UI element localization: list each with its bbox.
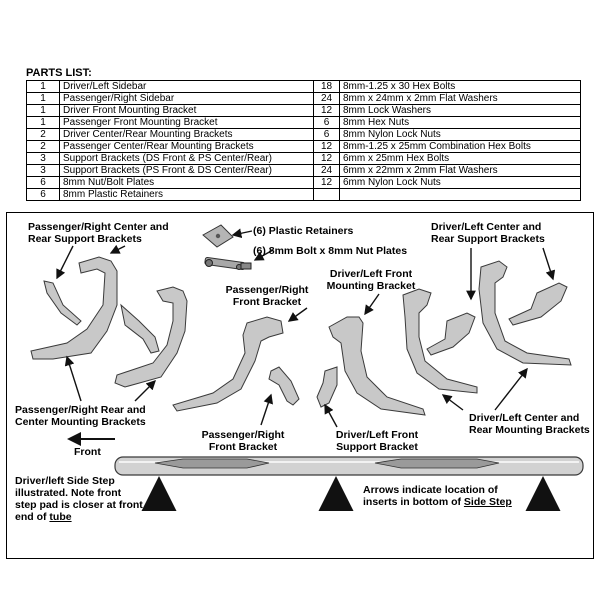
leader-arrow	[260, 393, 273, 426]
leader-arrow	[324, 403, 338, 428]
qty-cell: 18	[313, 80, 340, 93]
part-name-cell: Driver Center/Rear Mounting Brackets	[59, 128, 314, 141]
plastic-retainer-part	[202, 224, 234, 248]
part-name-cell: 8mm-1.25 x 30 Hex Bolts	[339, 80, 581, 93]
label-plastic-retainers: (6) Plastic Retainers	[253, 225, 354, 237]
leader-arrow	[64, 355, 82, 402]
leader-arrow	[287, 307, 308, 322]
qty-cell: 24	[313, 92, 340, 105]
driver-rear-mounting-bracket	[478, 260, 572, 366]
passenger-support-bracket-1	[43, 280, 82, 326]
passenger-front-mounting-bracket	[172, 316, 284, 412]
label-side-step-note: Driver/left Side Step illustrated. Note …	[15, 475, 143, 523]
qty-cell: 6	[313, 116, 340, 129]
leader-arrow	[494, 367, 528, 411]
parts-diagram	[30, 224, 584, 511]
qty-cell: 24	[313, 164, 340, 177]
part-name-cell: 8mm Hex Nuts	[339, 116, 581, 129]
part-name-cell: 8mm Nut/Bolt Plates	[59, 176, 314, 189]
qty-cell: 12	[313, 152, 340, 165]
passenger-support-bracket-2	[120, 303, 160, 354]
parts-list-title: PARTS LIST:	[26, 67, 92, 79]
part-name-cell: 8mm Nylon Lock Nuts	[339, 128, 581, 141]
nut-plate-part	[204, 257, 252, 270]
part-name-cell: Passenger Front Mounting Bracket	[59, 116, 314, 129]
qty-cell: 12	[313, 176, 340, 189]
part-name-cell: 8mm Plastic Retainers	[59, 188, 314, 201]
leader-arrow	[56, 245, 74, 280]
driver-support-bracket-2	[508, 282, 568, 326]
leader-arrow	[134, 380, 156, 402]
side-step-tube	[114, 456, 584, 476]
qty-cell: 6	[313, 128, 340, 141]
part-name-cell: Support Brackets (PS Front & DS Center/R…	[59, 164, 314, 177]
label-nut-plates: (6) 8mm Bolt x 8mm Nut Plates	[253, 245, 408, 257]
part-name-cell: 6mm x 25mm Hex Bolts	[339, 152, 581, 165]
qty-cell	[313, 188, 340, 201]
qty-cell: 12	[313, 140, 340, 153]
qty-cell: 2	[26, 140, 60, 153]
qty-cell: 12	[313, 104, 340, 117]
part-name-cell: 8mm x 24mm x 2mm Flat Washers	[339, 92, 581, 105]
part-name-cell: Passenger/Right Sidebar	[59, 92, 314, 105]
driver-front-mounting-bracket	[328, 316, 426, 416]
qty-cell: 1	[26, 104, 60, 117]
qty-cell: 1	[26, 116, 60, 129]
driver-center-mounting-bracket	[402, 288, 478, 394]
part-name-cell: Passenger Center/Rear Mounting Brackets	[59, 140, 314, 153]
part-name-cell: Support Brackets (DS Front & PS Center/R…	[59, 152, 314, 165]
label-arrows-note: Arrows indicate location of inserts in b…	[363, 484, 512, 508]
passenger-center-mounting-bracket	[114, 286, 188, 388]
driver-front-support-bracket	[316, 366, 338, 408]
driver-support-bracket-1	[426, 312, 476, 356]
leader-arrow	[109, 244, 126, 254]
part-name-cell: 6mm Nylon Lock Nuts	[339, 176, 581, 189]
qty-cell: 1	[26, 92, 60, 105]
qty-cell: 3	[26, 164, 60, 177]
qty-cell: 6	[26, 176, 60, 189]
passenger-front-support-bracket	[268, 366, 300, 406]
qty-cell: 1	[26, 80, 60, 93]
leader-arrow	[231, 228, 253, 239]
qty-cell: 3	[26, 152, 60, 165]
qty-cell: 6	[26, 188, 60, 201]
part-name-cell: Driver Front Mounting Bracket	[59, 104, 314, 117]
leader-arrow	[364, 293, 380, 316]
label-front: Front	[74, 446, 101, 458]
part-name-cell: Driver/Left Sidebar	[59, 80, 314, 93]
part-name-cell	[339, 188, 581, 201]
part-name-cell: 8mm-1.25 x 25mm Combination Hex Bolts	[339, 140, 581, 153]
part-name-cell: 8mm Lock Washers	[339, 104, 581, 117]
leader-arrow	[441, 394, 464, 411]
leader-arrow	[542, 247, 556, 281]
part-name-cell: 6mm x 22mm x 2mm Flat Washers	[339, 164, 581, 177]
passenger-rear-mounting-bracket	[30, 256, 118, 360]
leader-arrow	[253, 249, 274, 261]
qty-cell: 2	[26, 128, 60, 141]
